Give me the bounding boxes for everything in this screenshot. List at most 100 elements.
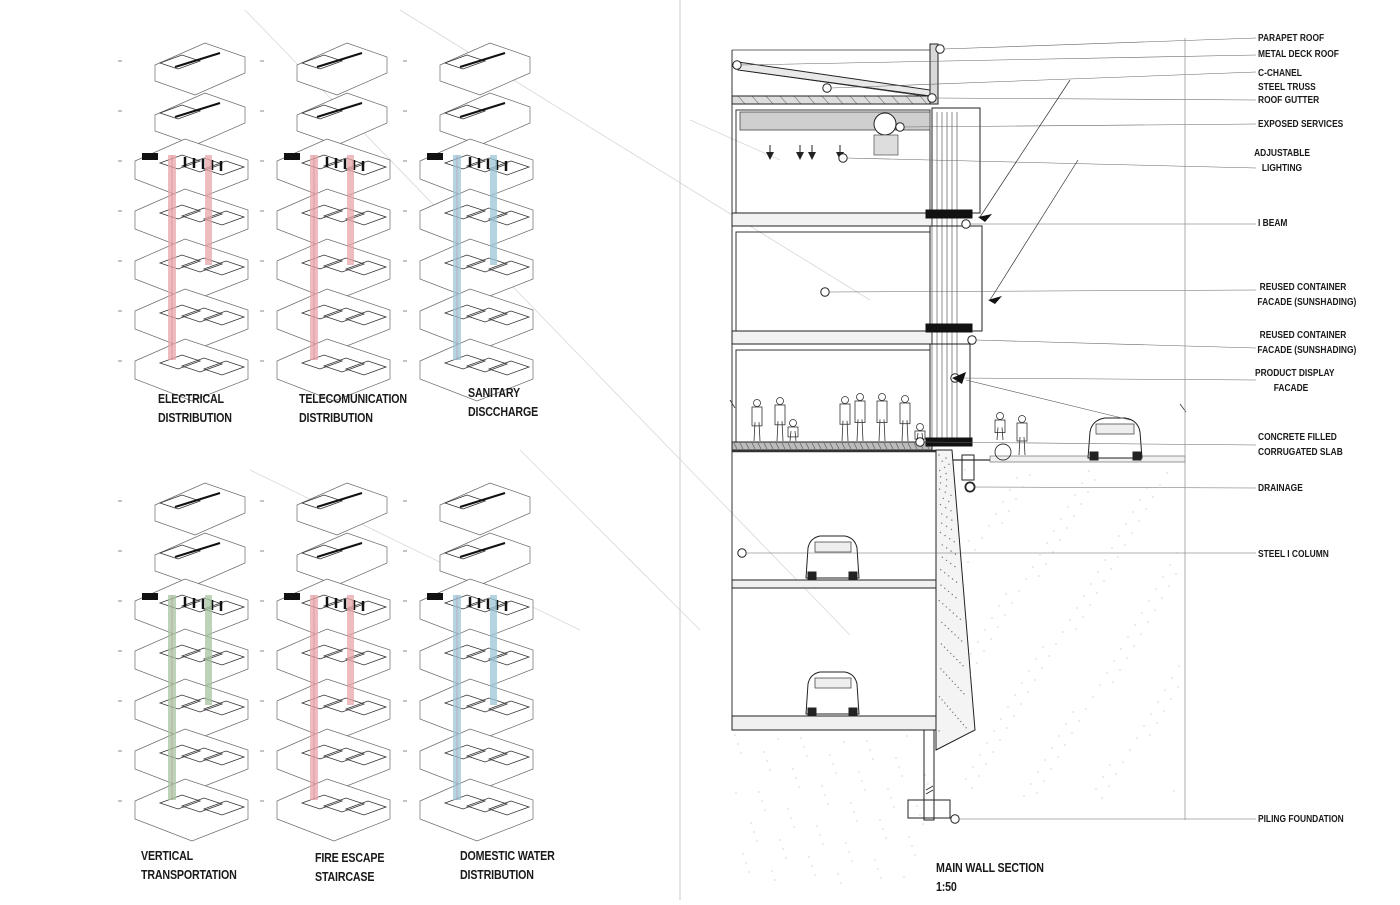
soil-stipple (984, 629, 986, 631)
caption-line: DISTRIBUTION (460, 867, 534, 882)
concrete-stipple (944, 587, 946, 589)
concrete-stipple (941, 513, 943, 515)
floor-outline (134, 778, 249, 842)
person-leg (906, 420, 909, 442)
label-text: STEEL TRUSS (1258, 81, 1316, 93)
floor-plate (118, 338, 249, 402)
person-head (841, 396, 849, 404)
soil-stipple (879, 819, 881, 821)
truss-web (793, 95, 802, 105)
soil-stipple (976, 662, 978, 664)
floor-plate (118, 188, 249, 252)
room-outline (322, 697, 366, 713)
floor-outline (154, 532, 246, 586)
soil-stipple (845, 842, 847, 844)
concrete-stipple (944, 534, 946, 537)
soil-stipple (1042, 646, 1044, 648)
concrete-stipple (949, 708, 951, 710)
soil-stipple (1177, 686, 1179, 688)
soil-stipple (858, 771, 860, 773)
room-outline (487, 210, 531, 226)
soil-stipple (1058, 735, 1060, 737)
room-outline (443, 494, 487, 510)
person-figure (914, 423, 926, 440)
riser-shaft (490, 155, 497, 265)
riser-shaft (310, 595, 318, 800)
equipment-block (142, 593, 158, 600)
service-riser (453, 155, 497, 360)
floor-outline (276, 238, 391, 302)
person-leg (846, 420, 849, 442)
soil-stipple (827, 803, 829, 805)
room-outline (322, 647, 366, 663)
person-head (1018, 415, 1026, 423)
equipment-block (284, 593, 300, 600)
soil-stipple (1083, 595, 1085, 597)
concrete-stipple (954, 683, 956, 686)
soil-stipple (742, 853, 744, 855)
concrete-stipple (941, 522, 943, 524)
label-text: C-CHANEL (1258, 67, 1302, 79)
section-label-i-beam: I BEAM (1258, 216, 1287, 231)
room-outline (443, 104, 487, 120)
label-text: CONCRETE FILLED (1258, 431, 1337, 443)
soil-stipple (999, 739, 1001, 741)
floor-outline (276, 628, 391, 692)
soil-stipple (887, 788, 889, 790)
soil-stipple (968, 540, 970, 542)
leader-arrow (952, 372, 966, 384)
soil-stipple (1097, 571, 1099, 573)
section-label-steel-i-column: STEEL I COLUMN (1258, 547, 1329, 562)
person-body (787, 426, 799, 438)
equipment-block (427, 593, 443, 600)
soil-stipple (1080, 503, 1082, 505)
truss-web (919, 95, 928, 105)
concrete-stipple (945, 472, 947, 475)
floor-outline (276, 288, 391, 352)
room-outline (465, 257, 509, 273)
soil-stipple (1041, 667, 1043, 669)
room-outline (202, 260, 246, 276)
caption-line: TELECOMUNICATION (299, 391, 407, 406)
soil-stipple (737, 743, 739, 745)
soil-stipple (1159, 484, 1161, 486)
room-outline (300, 104, 344, 120)
soil-stipple (1000, 718, 1002, 720)
soil-stipple (785, 857, 787, 859)
soil-stipple (1055, 643, 1057, 645)
soil-stipple (1161, 597, 1163, 599)
slab-hatch (859, 442, 864, 450)
room-outline (300, 494, 344, 510)
floor-plate (118, 578, 249, 642)
soil-stipple (1046, 542, 1048, 544)
floor-outline (439, 482, 531, 536)
soil-stipple (792, 768, 794, 770)
car-wheel (848, 571, 858, 581)
room-outline (180, 307, 224, 323)
soil-stipple (803, 746, 805, 748)
car-window (814, 677, 852, 689)
soil-stipple (1148, 600, 1150, 602)
slab-hatch (829, 442, 834, 450)
slab-hatch (883, 442, 888, 450)
diagram-caption-vertical-transportation: VERTICAL TRANSPORTATION (141, 846, 237, 884)
riser-shaft (205, 155, 212, 265)
concrete-stipple (951, 631, 953, 633)
duct-circle (873, 112, 897, 136)
section-label-piling-foundation: PILING FOUNDATION (1258, 812, 1344, 827)
person-head (878, 393, 886, 401)
room-outline (202, 310, 246, 326)
soil-stipple (1122, 761, 1124, 763)
room-outline (180, 797, 224, 813)
soil-stipple (983, 650, 985, 652)
soil-stipple (1157, 701, 1159, 703)
room-outline (487, 600, 531, 616)
room-outline (487, 160, 531, 176)
concrete-stipple (950, 494, 952, 496)
roof-truss-chord (731, 95, 935, 105)
floor-plate (403, 628, 534, 692)
floor-plate (260, 92, 388, 146)
room-outline (465, 647, 509, 663)
soil-stipple (1162, 576, 1164, 578)
